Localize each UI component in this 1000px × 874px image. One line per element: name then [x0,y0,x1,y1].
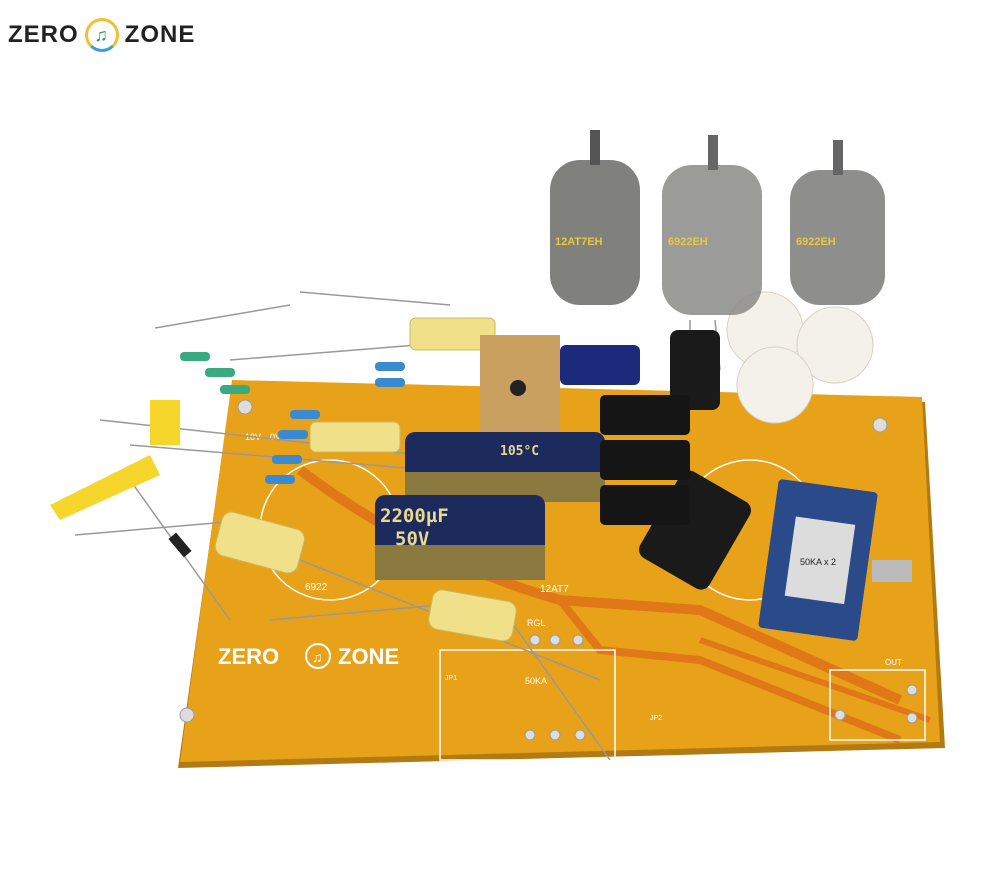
tube-label: 12AT7EH [555,236,603,248]
pcb-label-0v: 0V [270,432,281,442]
pcb-brand-left: ZERO [218,644,279,669]
cap-capacitance: 2200µF [380,505,449,527]
resistors [180,352,405,484]
pcb-label-12at7: 12AT7 [540,584,569,595]
volume-potentiometer: 50KA x 2 [758,479,912,641]
tube-label: 6922EH [796,236,836,248]
diode [168,532,192,558]
pcb-brand-right: ZONE [338,644,399,669]
cap-voltage: 50V [395,528,429,550]
film-capacitors [50,317,560,642]
pcb-board: ZERO ♫ ZONE 6922 12AT7 50KA OUT RGL JP1 … [178,380,945,768]
vacuum-tubes: 12AT7EH 6922EH 6922EH [550,130,885,315]
music-note-icon: ♫ [84,18,119,52]
brand-left: ZERO [8,21,79,48]
tube-6922: 6922EH [662,135,762,315]
pcb-label-50ka: 50KA [525,676,547,686]
rca-jacks [600,395,690,525]
pcb-music-note-icon: ♫ [312,649,323,665]
pcb-label-input: RGL [527,618,546,628]
pot-label: 50KA x 2 [800,557,836,567]
tube-label: 6922EH [668,236,708,248]
brand-right: ZONE [124,21,196,48]
cap-temp-rating: 105°C [500,444,539,459]
tube-12at7: 12AT7EH [550,130,640,305]
pcb-label-jp1: JP1 [445,675,457,682]
pcb-label-out: OUT [885,658,902,667]
brand-logo: ZERO ♫ ZONE [8,18,195,52]
pcb-label-6922: 6922 [305,582,328,593]
tube-6922-second: 6922EH [790,140,885,305]
pcb-label-jp2: JP2 [650,715,662,722]
